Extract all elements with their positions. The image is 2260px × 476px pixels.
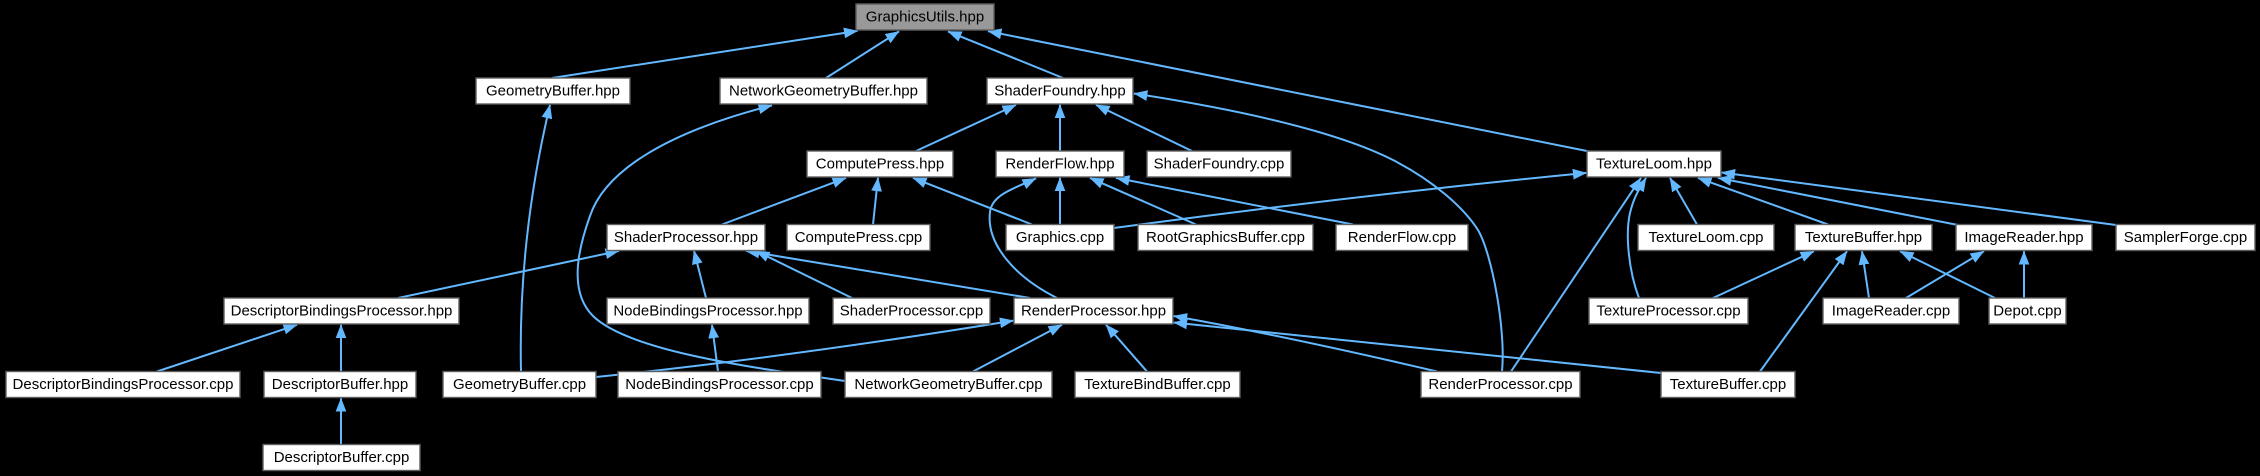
- svg-text:RenderProcessor.hpp: RenderProcessor.hpp: [1021, 303, 1166, 320]
- svg-text:GeometryBuffer.hpp: GeometryBuffer.hpp: [486, 83, 620, 100]
- svg-text:NetworkGeometryBuffer.hpp: NetworkGeometryBuffer.hpp: [729, 83, 918, 100]
- svg-text:Graphics.cpp: Graphics.cpp: [1016, 229, 1104, 246]
- svg-text:ImageReader.cpp: ImageReader.cpp: [1832, 303, 1950, 320]
- svg-text:DescriptorBindingsProcessor.hp: DescriptorBindingsProcessor.hpp: [231, 303, 453, 320]
- svg-text:TextureBuffer.hpp: TextureBuffer.hpp: [1805, 229, 1922, 246]
- svg-text:NodeBindingsProcessor.cpp: NodeBindingsProcessor.cpp: [625, 376, 813, 393]
- svg-text:RenderFlow.hpp: RenderFlow.hpp: [1005, 156, 1114, 173]
- svg-text:GraphicsUtils.hpp: GraphicsUtils.hpp: [866, 9, 984, 26]
- svg-text:DescriptorBuffer.hpp: DescriptorBuffer.hpp: [272, 376, 408, 393]
- svg-text:RenderFlow.cpp: RenderFlow.cpp: [1348, 229, 1456, 246]
- svg-text:GeometryBuffer.cpp: GeometryBuffer.cpp: [453, 376, 586, 393]
- svg-text:ImageReader.hpp: ImageReader.hpp: [1964, 229, 2083, 246]
- svg-text:ShaderFoundry.cpp: ShaderFoundry.cpp: [1154, 156, 1285, 173]
- svg-text:TextureLoom.hpp: TextureLoom.hpp: [1596, 156, 1712, 173]
- svg-text:DescriptorBindingsProcessor.cp: DescriptorBindingsProcessor.cpp: [13, 376, 234, 393]
- svg-text:SamplerForge.cpp: SamplerForge.cpp: [2124, 229, 2247, 246]
- svg-text:TextureBindBuffer.cpp: TextureBindBuffer.cpp: [1084, 376, 1230, 393]
- svg-text:ComputePress.hpp: ComputePress.hpp: [816, 156, 944, 173]
- svg-text:RenderProcessor.cpp: RenderProcessor.cpp: [1428, 376, 1572, 393]
- svg-text:ShaderProcessor.hpp: ShaderProcessor.hpp: [614, 229, 758, 246]
- svg-text:RootGraphicsBuffer.cpp: RootGraphicsBuffer.cpp: [1146, 229, 1305, 246]
- svg-text:Depot.cpp: Depot.cpp: [1993, 303, 2061, 320]
- svg-text:ShaderProcessor.cpp: ShaderProcessor.cpp: [840, 303, 983, 320]
- svg-text:NetworkGeometryBuffer.cpp: NetworkGeometryBuffer.cpp: [854, 376, 1042, 393]
- svg-text:DescriptorBuffer.cpp: DescriptorBuffer.cpp: [274, 449, 410, 466]
- svg-text:TextureBuffer.cpp: TextureBuffer.cpp: [1670, 376, 1786, 393]
- svg-text:ComputePress.cpp: ComputePress.cpp: [795, 229, 923, 246]
- svg-text:NodeBindingsProcessor.hpp: NodeBindingsProcessor.hpp: [613, 303, 802, 320]
- svg-text:TextureLoom.cpp: TextureLoom.cpp: [1648, 229, 1763, 246]
- svg-text:ShaderFoundry.hpp: ShaderFoundry.hpp: [994, 83, 1125, 100]
- svg-text:TextureProcessor.cpp: TextureProcessor.cpp: [1596, 303, 1740, 320]
